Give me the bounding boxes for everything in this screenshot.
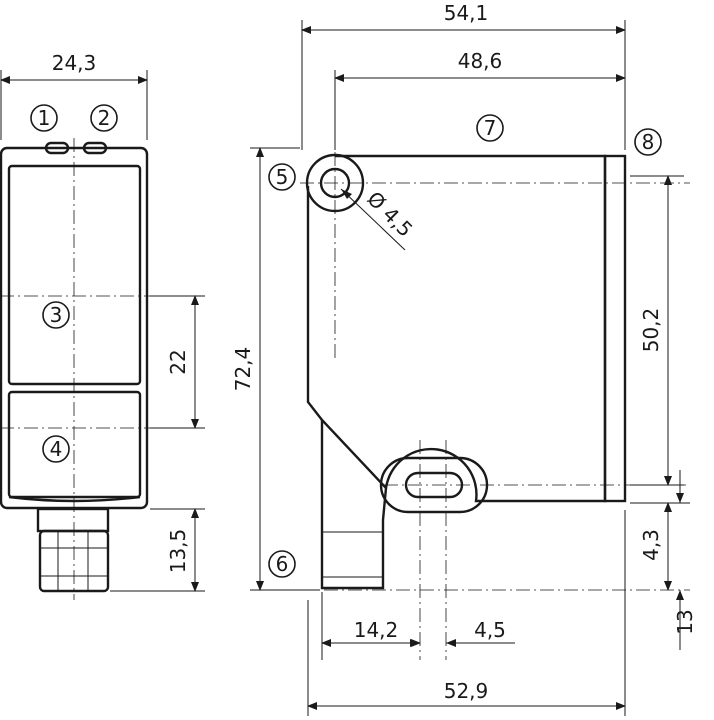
callout-8: 8 bbox=[634, 128, 662, 156]
dim-right-4-3: 4,3 bbox=[639, 529, 663, 561]
front-led-2 bbox=[82, 141, 108, 155]
callout-6: 6 bbox=[268, 550, 296, 578]
side-housing bbox=[306, 154, 607, 503]
svg-text:4: 4 bbox=[50, 437, 63, 461]
front-led-1 bbox=[44, 141, 70, 155]
dim-front-13-5: 13,5 bbox=[166, 529, 190, 574]
dim-front-width: 24,3 bbox=[52, 51, 97, 75]
dim-height-total: 72,4 bbox=[231, 347, 255, 392]
slot-outer bbox=[379, 456, 489, 514]
dim-right-13: 13 bbox=[673, 609, 697, 634]
svg-text:6: 6 bbox=[276, 552, 289, 576]
svg-text:2: 2 bbox=[98, 106, 111, 130]
dim-side-body-width: 48,6 bbox=[458, 49, 503, 73]
callout-3: 3 bbox=[42, 301, 70, 329]
callout-2: 2 bbox=[90, 104, 118, 132]
front-window-lower bbox=[7, 390, 142, 499]
dim-connector-offset: 14,2 bbox=[354, 618, 399, 642]
svg-text:1: 1 bbox=[38, 106, 51, 130]
front-face bbox=[603, 154, 627, 503]
svg-text:7: 7 bbox=[484, 116, 497, 140]
front-connector-neck bbox=[36, 507, 110, 533]
dim-hole-diameter: Ø 4,5 bbox=[362, 187, 417, 242]
slot-inner bbox=[404, 471, 464, 499]
callout-1: 1 bbox=[30, 104, 58, 132]
svg-text:3: 3 bbox=[50, 303, 63, 327]
callout-5: 5 bbox=[268, 163, 296, 191]
callout-4: 4 bbox=[42, 435, 70, 463]
svg-text:8: 8 bbox=[642, 130, 655, 154]
front-window-upper bbox=[7, 164, 142, 386]
side-view: 54,1 48,6 72,4 Ø 4,5 50,2 4,3 13 14,2 bbox=[231, 1, 697, 716]
callout-7: 7 bbox=[476, 114, 504, 142]
dim-side-bottom-width: 52,9 bbox=[444, 679, 489, 703]
dim-mount-distance: 50,2 bbox=[639, 308, 663, 353]
side-connector bbox=[320, 420, 388, 590]
front-view: 24,3 22 13,5 1 2 3 4 bbox=[0, 51, 205, 600]
dim-front-22: 22 bbox=[166, 349, 190, 374]
svg-text:5: 5 bbox=[276, 165, 289, 189]
dim-slot-width: 4,5 bbox=[474, 618, 506, 642]
dim-side-total-width: 54,1 bbox=[444, 1, 489, 25]
